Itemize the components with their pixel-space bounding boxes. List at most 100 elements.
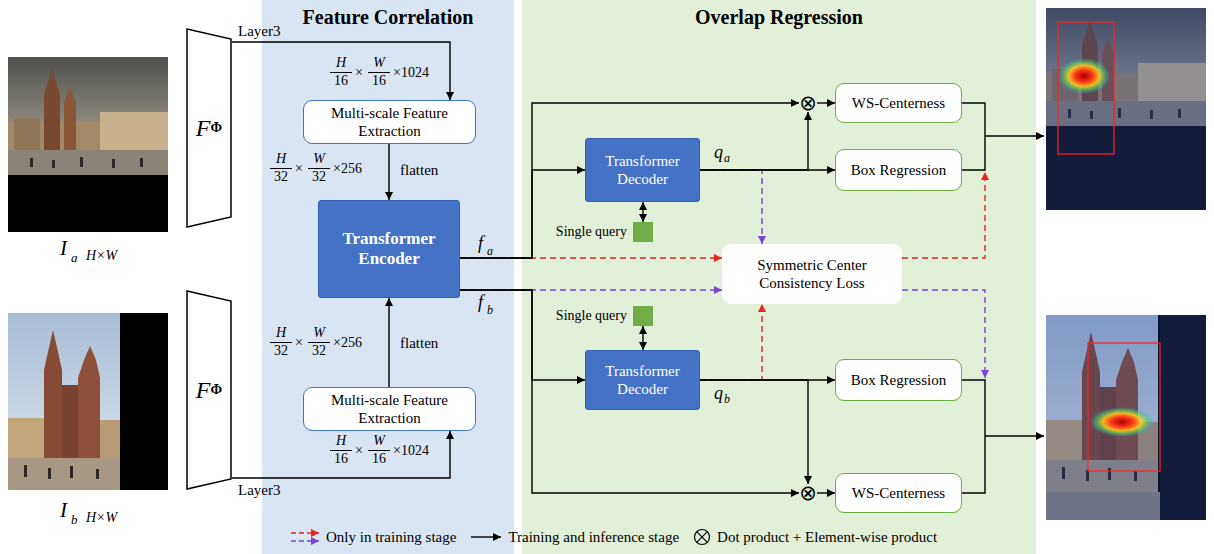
dimension: W [368, 56, 390, 73]
box-label: Φ [211, 120, 223, 136]
connector [460, 170, 585, 258]
box-label: Box Regression [851, 161, 946, 179]
process-box: WS-Centerness [835, 473, 962, 513]
section-heading: Feature Correlation [262, 0, 514, 29]
legend-item: Dot product + Element-wise product [693, 528, 937, 546]
connector [232, 42, 450, 100]
subscript: b [724, 393, 730, 405]
box-label: Symmetric Center Consistency Loss [729, 256, 895, 292]
box-label: Φ [211, 382, 223, 398]
box-label: Transformer Decoder [592, 362, 693, 398]
output-photo-a [1058, 22, 1114, 154]
merge-wires [985, 435, 1044, 436]
trapezoid-outline [187, 291, 231, 489]
legend-item: Only in training stage [290, 528, 456, 546]
dimension: W [308, 326, 330, 343]
connector [460, 103, 799, 258]
legend-product-sample [693, 528, 711, 546]
box-label: Transformer Decoder [592, 152, 693, 188]
query-name: q [714, 384, 723, 402]
dimension: 32 [270, 344, 292, 358]
legend-solid-sample [470, 531, 502, 543]
connector [460, 290, 585, 380]
connector [817, 492, 835, 493]
dimension: × [355, 66, 363, 80]
dimension: H [330, 434, 352, 451]
query-square: Single query [633, 222, 653, 242]
dimension: ×1024 [393, 66, 429, 80]
image-size: H×W [86, 511, 117, 525]
box-label: F [196, 115, 211, 142]
input-photo-a [8, 57, 168, 232]
output-photo-b [1046, 315, 1160, 520]
dimension: 32 [308, 344, 330, 358]
box-label: WS-Centerness [852, 94, 945, 112]
edge-label: Layer3 [238, 24, 280, 39]
step-note: flatten [400, 336, 438, 351]
connector [388, 298, 389, 387]
product-mark: ⊗ [799, 94, 817, 112]
subscript: b [487, 304, 493, 316]
output-photo-b [1088, 343, 1160, 471]
loss-feedback-wires [902, 172, 985, 378]
section-heading: Overlap Regression [522, 0, 1036, 29]
dimension: W [308, 152, 330, 169]
backbone-trapezoid: FΦ [186, 290, 232, 490]
dimension: W [368, 434, 390, 451]
dimension: 32 [308, 170, 330, 184]
overlap-panel-ground [522, 0, 1036, 554]
encoder-box: Transformer Encoder [318, 200, 460, 298]
subscript: a [487, 245, 493, 257]
process-box: WS-Centerness [835, 83, 962, 123]
feature-panel-ground [262, 0, 514, 554]
decoder-box: Transformer Decoder [585, 350, 700, 410]
merge-wires [962, 380, 985, 493]
section-band: Overlap Regression⊗WS-CenternessTransfor… [522, 0, 1036, 554]
box-label: F [196, 377, 211, 404]
dimension: × [295, 336, 303, 350]
connector [642, 202, 643, 222]
connector [817, 102, 835, 103]
feature-name: f [478, 234, 483, 252]
trapezoid-outline [187, 29, 231, 227]
dimension: 32 [270, 170, 292, 184]
subscript: b [71, 513, 78, 526]
dimension: H [270, 326, 292, 343]
product-mark: ⊗ [799, 484, 817, 502]
output-photo-a [1046, 8, 1206, 126]
legend-product-sample [695, 530, 710, 545]
subscript: a [724, 152, 730, 164]
connector [642, 326, 643, 350]
output-photo-b [1090, 407, 1154, 437]
legend-text: Dot product + Element-wise product [717, 529, 937, 546]
connector [700, 380, 808, 484]
feature-name: f [478, 293, 483, 311]
query-square: Single query [633, 306, 653, 326]
connector [460, 290, 799, 493]
legend: Only in training stage Training and infe… [290, 528, 951, 546]
product-symbol: ⊗ [799, 484, 817, 502]
box-label: Multi-scale Feature Extraction [310, 391, 469, 427]
process-box: Multi-scale Feature Extraction [303, 100, 476, 144]
box-label: Single query [556, 224, 627, 239]
loss-box: Symmetric Center Consistency Loss [722, 244, 902, 304]
image-label: I [60, 238, 67, 259]
box-label: Single query [556, 308, 627, 323]
training-connector [700, 304, 762, 380]
dimension: 16 [368, 452, 390, 466]
dimension: ×256 [333, 336, 362, 350]
dimension: 16 [368, 74, 390, 88]
legend-dashed-sample [291, 540, 319, 541]
output-photo-b [1046, 315, 1206, 520]
process-box: Multi-scale Feature Extraction [303, 387, 476, 431]
connector [700, 112, 808, 170]
output-photo-a [1058, 58, 1110, 94]
dimension: 16 [330, 74, 352, 88]
product-symbol: ⊗ [799, 94, 817, 112]
legend-text: Only in training stage [326, 529, 456, 546]
backbone-trapezoid: FΦ [186, 28, 232, 228]
input-photo-b [8, 313, 168, 490]
